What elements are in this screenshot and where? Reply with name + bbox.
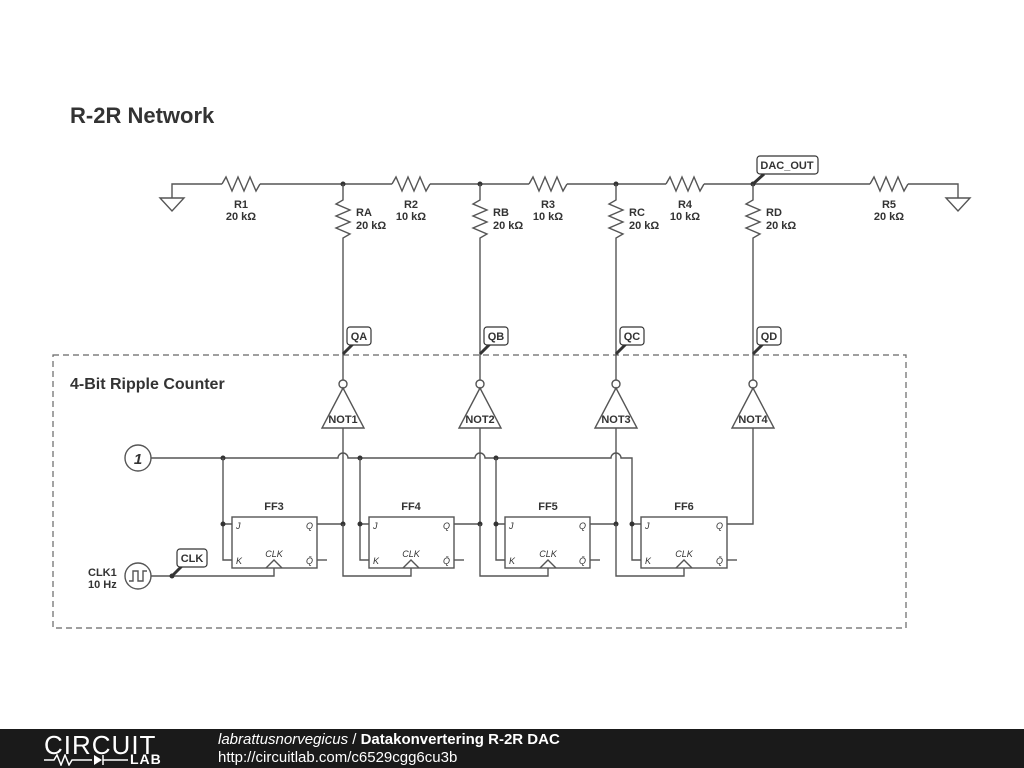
ground-right-icon	[944, 197, 972, 213]
counter-title: 4-Bit Ripple Counter	[70, 376, 225, 393]
r1-name: R1	[234, 199, 248, 211]
resistor-r2	[391, 175, 431, 193]
svg-text:Q̄: Q̄	[443, 556, 450, 566]
rc-name: RC	[629, 207, 645, 219]
flipflop-ff4: FF4 J K Q Q̄ CLK	[368, 501, 455, 569]
circuitlab-logo-icon	[44, 754, 128, 766]
svg-text:J: J	[372, 521, 378, 531]
net-label-qd: QD	[751, 326, 782, 356]
svg-text:Q: Q	[306, 521, 313, 531]
net-label-qa: QA	[341, 326, 372, 356]
svg-text:CLK: CLK	[402, 549, 421, 559]
svg-text:K: K	[645, 556, 652, 566]
svg-text:FF3: FF3	[264, 501, 284, 513]
clock-source: CLK1 10 Hz	[88, 562, 275, 591]
ground-left-icon	[158, 197, 186, 213]
title-separator: /	[348, 731, 361, 748]
flipflop-ff5: FF5 J K Q Q̄ CLK	[504, 501, 591, 569]
author-link[interactable]: labrattusnorvegicus	[218, 731, 349, 748]
resistor-r5	[869, 175, 909, 193]
resistor-rd	[744, 184, 762, 380]
svg-text:Q: Q	[579, 521, 586, 531]
svg-text:QD: QD	[761, 331, 778, 343]
clock-name: CLK1	[88, 567, 117, 579]
svg-text:CLK: CLK	[265, 549, 284, 559]
r2-value: 10 kΩ	[396, 211, 426, 223]
resistor-r3	[528, 175, 568, 193]
svg-text:Q: Q	[443, 521, 450, 531]
r4-name: R4	[678, 199, 693, 211]
svg-text:NOT1: NOT1	[328, 414, 357, 426]
inverter-feed-wires	[317, 428, 754, 577]
r5-value: 20 kΩ	[874, 211, 904, 223]
svg-text:QA: QA	[351, 331, 368, 343]
svg-text:Q̄: Q̄	[579, 556, 586, 566]
net-label-dac-out: DAC_OUT	[751, 155, 819, 186]
rb-name: RB	[493, 207, 509, 219]
svg-text:Q: Q	[716, 521, 723, 531]
top-bus	[158, 175, 972, 213]
inverter-not1: NOT1	[320, 379, 366, 429]
net-label-clk: CLK	[170, 548, 208, 578]
svg-text:FF5: FF5	[538, 501, 558, 513]
svg-text:QC: QC	[624, 331, 641, 343]
flipflop-ff3: FF3 J K Q Q̄ CLK	[231, 501, 318, 569]
inverter-not4: NOT4	[730, 379, 776, 429]
svg-text:CLK: CLK	[181, 553, 204, 565]
svg-text:CLK: CLK	[539, 549, 558, 559]
svg-text:FF6: FF6	[674, 501, 694, 513]
svg-text:J: J	[235, 521, 241, 531]
svg-text:QB: QB	[488, 331, 505, 343]
svg-text:1: 1	[134, 451, 142, 468]
svg-text:J: J	[508, 521, 514, 531]
svg-text:NOT2: NOT2	[465, 414, 494, 426]
footer-bar	[0, 729, 1024, 768]
net-label-qb: QB	[478, 326, 509, 356]
r5-name: R5	[882, 199, 896, 211]
svg-text:K: K	[373, 556, 380, 566]
ra-value: 20 kΩ	[356, 220, 386, 232]
diagram-title: R-2R Network	[70, 103, 215, 128]
inverter-not3: NOT3	[593, 379, 639, 429]
rc-value: 20 kΩ	[629, 220, 659, 232]
resistor-rc	[607, 184, 625, 380]
flipflop-ff6: FF6 J K Q Q̄ CLK	[640, 501, 728, 569]
svg-text:DAC_OUT: DAC_OUT	[760, 160, 813, 172]
svg-text:Q̄: Q̄	[306, 556, 313, 566]
resistor-r4	[665, 175, 705, 193]
net-label-qc: QC	[614, 326, 645, 356]
svg-text:Q̄: Q̄	[716, 556, 723, 566]
shunt-resistors	[334, 184, 762, 380]
circuit-title: Datakonvertering R-2R DAC	[360, 731, 560, 748]
r2-name: R2	[404, 199, 418, 211]
rb-value: 20 kΩ	[493, 220, 523, 232]
svg-text:CLK: CLK	[675, 549, 694, 559]
counter-boundary	[52, 354, 907, 629]
resistor-rb	[471, 184, 489, 380]
schematic-canvas: R-2R Network 4-Bit Ripple Counter	[52, 103, 972, 629]
clock-frequency: 10 Hz	[88, 579, 117, 591]
svg-text:NOT3: NOT3	[601, 414, 630, 426]
rd-value: 20 kΩ	[766, 220, 796, 232]
rd-name: RD	[766, 207, 782, 219]
resistor-ra	[334, 184, 352, 380]
r4-value: 10 kΩ	[670, 211, 700, 223]
r3-value: 10 kΩ	[533, 211, 563, 223]
resistor-r1	[221, 175, 261, 193]
svg-text:NOT4: NOT4	[738, 414, 768, 426]
ra-name: RA	[356, 207, 372, 219]
circuitlab-logo-text: CIRCUIT	[44, 730, 157, 760]
circuit-url-link[interactable]: http://circuitlab.com/c6529cgg6cu3b	[218, 749, 458, 766]
r3-name: R3	[541, 199, 555, 211]
circuitlab-logo-lab: LAB	[130, 751, 162, 767]
inverter-not2: NOT2	[457, 379, 503, 429]
footer-title-line: labrattusnorvegicus / Datakonvertering R…	[218, 731, 560, 749]
svg-text:FF4: FF4	[401, 501, 421, 513]
svg-text:J: J	[644, 521, 650, 531]
svg-text:K: K	[509, 556, 516, 566]
r1-value: 20 kΩ	[226, 211, 256, 223]
svg-text:K: K	[236, 556, 243, 566]
